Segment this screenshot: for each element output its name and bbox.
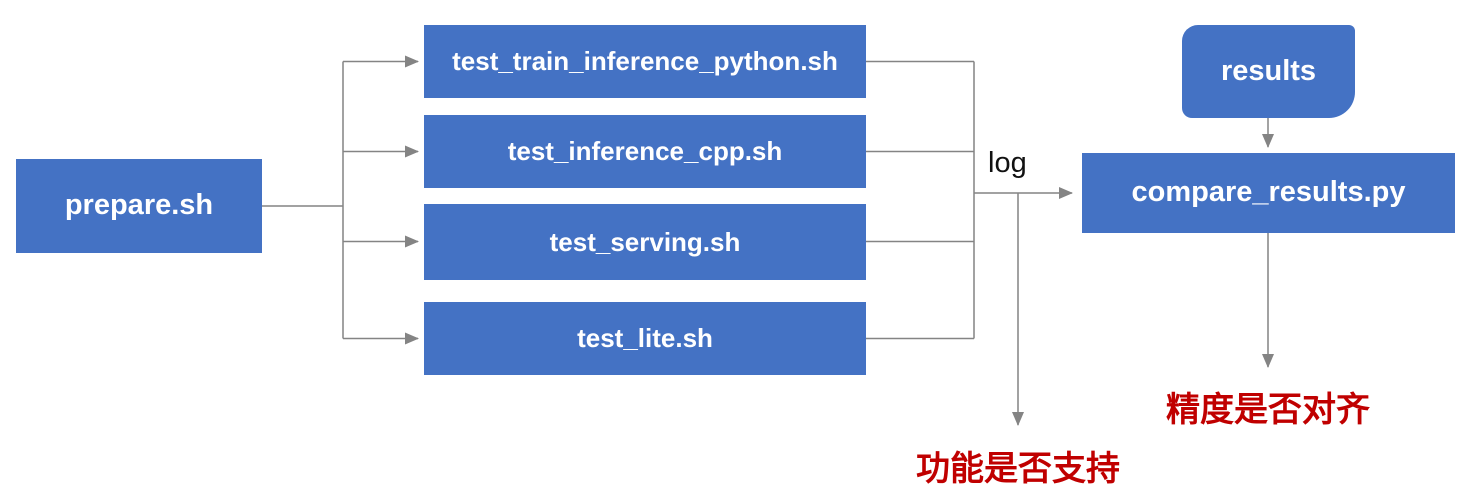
- annotation-accuracy-aligned: 精度是否对齐: [1166, 391, 1370, 429]
- node-test-lite-sh-label: test_lite.sh: [577, 323, 713, 354]
- node-test-lite-sh: test_lite.sh: [424, 302, 866, 375]
- edge-label-log: log: [988, 147, 1027, 179]
- node-test-train-inference-python-sh: test_train_inference_python.sh: [424, 25, 866, 98]
- node-test-inference-cpp-sh-label: test_inference_cpp.sh: [507, 136, 783, 167]
- node-prepare-sh-label: prepare.sh: [64, 189, 214, 222]
- node-test-train-inference-python-sh-label: test_train_inference_python.sh: [452, 46, 838, 77]
- node-test-serving-sh: test_serving.sh: [424, 204, 866, 280]
- node-test-inference-cpp-sh: test_inference_cpp.sh: [424, 115, 866, 188]
- node-compare-results-py-label: compare_results.py: [1131, 176, 1406, 209]
- node-results: results: [1182, 25, 1355, 118]
- node-results-label: results: [1220, 54, 1317, 87]
- node-compare-results-py: compare_results.py: [1082, 153, 1455, 233]
- node-prepare-sh: prepare.sh: [16, 159, 262, 253]
- annotation-function-support: 功能是否支持: [916, 450, 1120, 488]
- node-test-serving-sh-label: test_serving.sh: [549, 226, 741, 257]
